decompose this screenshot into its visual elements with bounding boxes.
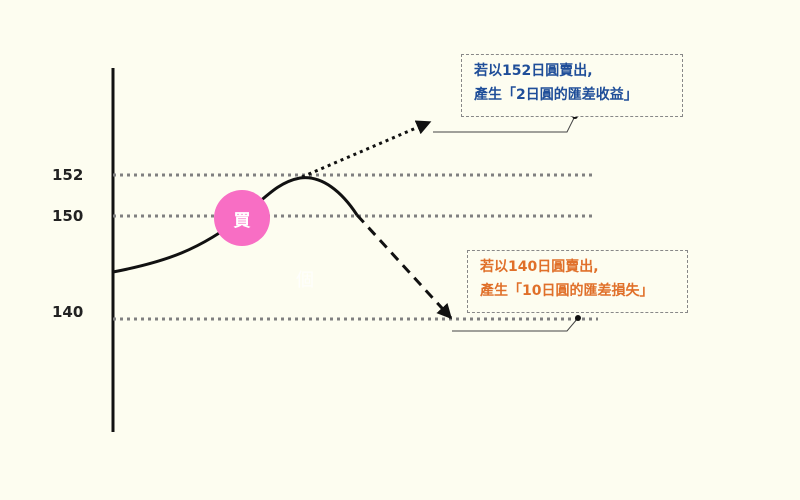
loss-callout: 若以140日圓賣出, 產生「10日圓的匯差損失」 — [467, 250, 688, 313]
fall-arrow — [355, 213, 453, 320]
loss-leader-line — [452, 317, 579, 332]
loss-leader-dot — [575, 315, 581, 321]
profit-leader-line — [433, 115, 576, 133]
level-label-152: 152 — [52, 166, 84, 184]
profit-callout-line-1: 若以152日圓賣出, — [474, 63, 593, 79]
profit-callout-line-2: 產生「2日圓的匯差收益」 — [474, 87, 638, 103]
level-label-150: 150 — [52, 207, 84, 225]
buy-marker-label: 買 — [233, 210, 251, 231]
loss-callout-line-2: 產生「10日圓的匯差損失」 — [480, 283, 654, 299]
buy-marker-circle — [214, 190, 270, 246]
profit-callout: 若以152日圓賣出, 產生「2日圓的匯差收益」 — [461, 54, 683, 117]
loss-callout-line-1: 若以140日圓賣出, — [480, 259, 599, 275]
faint-character: 個 — [296, 270, 314, 291]
rise-arrow — [301, 120, 432, 179]
level-label-140: 140 — [52, 303, 84, 321]
